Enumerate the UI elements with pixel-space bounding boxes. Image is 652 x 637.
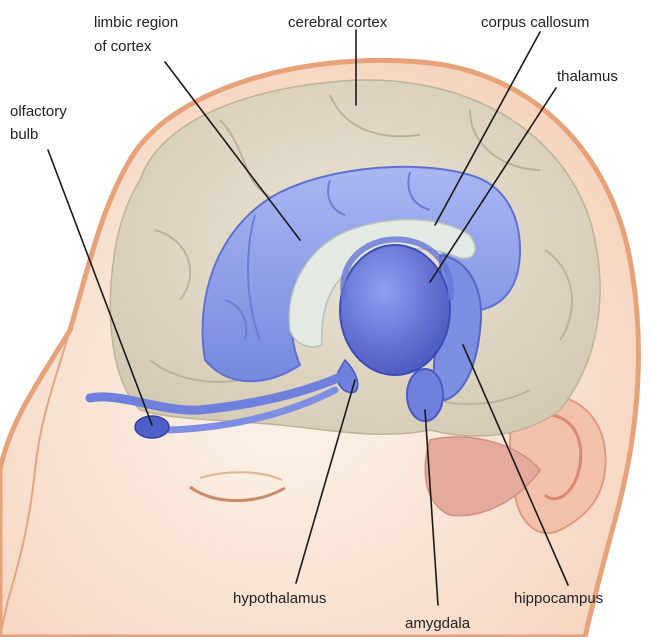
label-olfactory-line2: bulb: [10, 126, 38, 143]
label-limbic-line1: limbic region: [94, 14, 178, 31]
label-limbic-line2: of cortex: [94, 38, 152, 55]
label-olfactory-line1: olfactory: [10, 103, 67, 120]
label-thalamus: thalamus: [557, 68, 618, 85]
label-amygdala: amygdala: [405, 615, 471, 632]
label-cerebral-cortex: cerebral cortex: [288, 14, 388, 31]
thalamus: [340, 245, 450, 375]
label-hippocampus: hippocampus: [514, 590, 603, 607]
label-hypothalamus: hypothalamus: [233, 590, 326, 607]
label-corpus-callosum: corpus callosum: [481, 14, 589, 31]
olfactory-bulb: [135, 416, 169, 438]
